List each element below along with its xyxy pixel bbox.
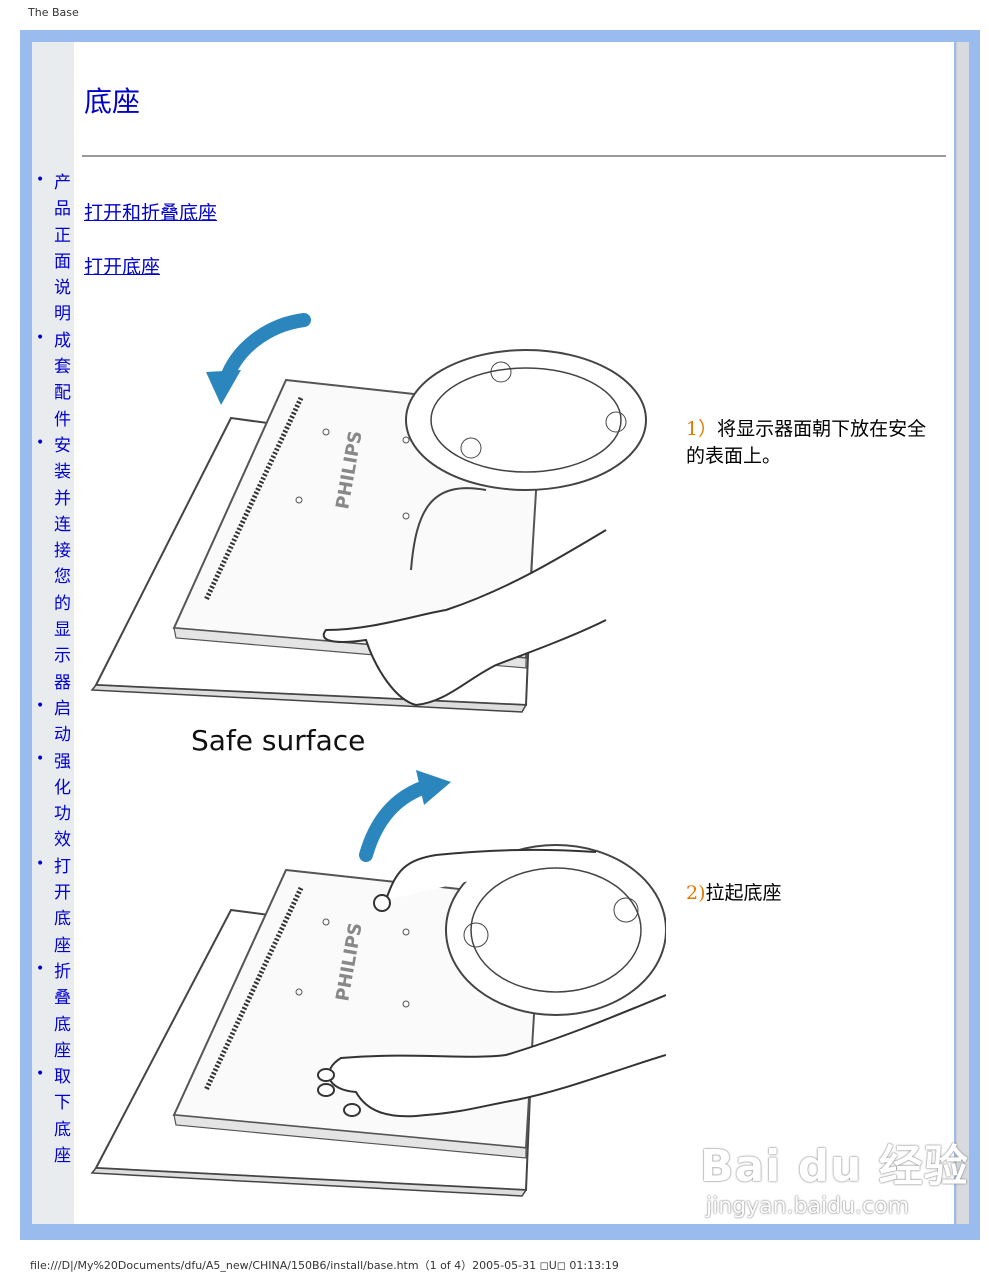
sidebar-item-front-view: • 产品正面说明: [34, 170, 76, 328]
sidebar-link[interactable]: 打开底座: [54, 856, 71, 956]
print-footer: file:///D|/My%20Documents/dfu/A5_new/CHI…: [30, 1259, 619, 1272]
sidebar: [32, 42, 74, 1224]
bullet-icon: •: [36, 960, 45, 977]
illustration-pull-stand: PHILIPS: [90, 770, 666, 1197]
sidebar-item-fold-base: • 折叠底座: [34, 959, 76, 1064]
step-1-number: 1）: [686, 418, 718, 440]
bullet-icon: •: [36, 172, 45, 188]
sidebar-link[interactable]: 取下底座: [54, 1067, 71, 1166]
step-1: 1）将显示器面朝下放在安全的表面上。: [686, 416, 936, 470]
watermark-url: jingyan.baidu.com: [706, 1194, 910, 1219]
sidebar-item-install: • 安装并连接您的显示器: [34, 433, 76, 696]
sidebar-item-start: • 启动: [34, 696, 76, 749]
bullet-icon: •: [36, 855, 45, 872]
divider: [82, 155, 946, 157]
bullet-icon: •: [36, 434, 45, 451]
sidebar-item-open-base: • 打开底座: [34, 854, 76, 959]
step-2-text: 拉起底座: [705, 882, 782, 904]
bullet-icon: •: [36, 750, 45, 767]
bullet-icon: •: [36, 697, 45, 714]
link-open-fold-base[interactable]: 打开和折叠底座: [84, 202, 218, 224]
sidebar-item-remove-base: • 取下底座: [34, 1064, 76, 1169]
scrollbar[interactable]: [956, 42, 969, 1224]
page-title: 底座: [84, 85, 141, 118]
step-2: 2)拉起底座: [686, 880, 936, 907]
step-1-text: 将显示器面朝下放在安全的表面上。: [686, 418, 927, 467]
sidebar-item-package: • 成套配件: [34, 328, 76, 433]
illustration-face-down: PHILIPS Safe surface: [90, 313, 647, 757]
sidebar-link[interactable]: 强化功效: [54, 751, 71, 851]
sidebar-link[interactable]: 安装并连接您的显示器: [54, 435, 71, 693]
sidebar-nav: • 产品正面说明 • 成套配件 • 安装并连接您的显示器 • 启动 • 强化功效 • 打开底…: [34, 170, 76, 1169]
print-header: The Base: [28, 6, 79, 19]
step-2-number: 2): [686, 882, 706, 904]
sidebar-link[interactable]: 启动: [54, 698, 71, 746]
watermark-logo: Bai du 经验: [700, 1141, 969, 1192]
figure-caption: Safe surface: [191, 724, 365, 757]
sidebar-link[interactable]: 折叠底座: [54, 961, 71, 1061]
watermark: Bai du 经验 jingyan.baidu.com: [700, 1130, 969, 1219]
sidebar-link[interactable]: 产品正面说明: [54, 173, 71, 325]
bullet-icon: •: [36, 1066, 45, 1083]
link-open-base[interactable]: 打开底座: [84, 256, 161, 278]
sidebar-item-optimize: • 强化功效: [34, 749, 76, 854]
sidebar-link[interactable]: 成套配件: [54, 330, 71, 430]
bullet-icon: •: [36, 329, 45, 346]
